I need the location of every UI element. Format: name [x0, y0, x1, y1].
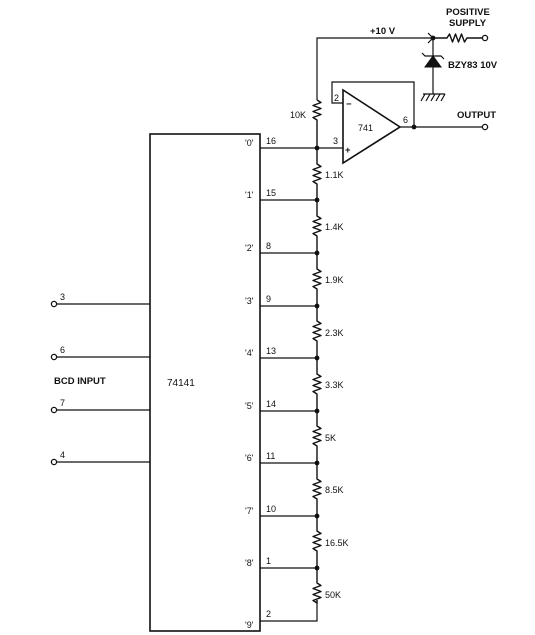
resistor-10k-label: 10K	[290, 110, 306, 120]
zener-bar	[421, 52, 445, 60]
opamp-minus: −	[346, 99, 352, 110]
resistor-ladder: 1.1K 1.4K 1.9K 2.3K 3.3K 5K 8.5K 16.5K 5…	[312, 148, 349, 604]
bcd-input-pin-c: 7	[60, 398, 65, 408]
opamp-741-body	[342, 88, 402, 165]
output-pin-8: 1	[266, 556, 271, 566]
ladder-value-4: 2.3K	[325, 328, 344, 338]
supply-rail	[316, 37, 433, 100]
resistor-10k	[312, 99, 322, 148]
opamp-pin-out: 6	[403, 115, 408, 125]
ic-74141-label: 74141	[167, 378, 195, 389]
output-name-9: '9'	[245, 620, 254, 630]
ladder-resistor-5	[312, 358, 322, 411]
bcd-input-terminal-d[interactable]	[50, 458, 58, 466]
output-pin-3: 9	[266, 294, 271, 304]
ladder-resistor-1	[312, 148, 322, 200]
opamp-plus: +	[345, 145, 351, 156]
supply-voltage-label: +10 V	[370, 26, 396, 37]
ladder-resistor-3	[312, 253, 322, 306]
ladder-value-1: 1.1K	[325, 170, 344, 180]
bcd-input-terminal-a[interactable]	[50, 300, 58, 308]
output-name-4: '4'	[245, 348, 254, 358]
ground-icon	[420, 93, 446, 102]
output-pin-1: 15	[266, 188, 276, 198]
ladder-resistor-4	[312, 306, 322, 358]
positive-supply-label-2: SUPPLY	[449, 18, 487, 29]
output-pin-6: 11	[266, 451, 275, 461]
output-name-2: '2'	[245, 243, 254, 253]
output-pin-4: 13	[266, 346, 276, 356]
feedback-wire	[331, 81, 415, 127]
ladder-value-3: 1.9K	[325, 275, 344, 285]
decoder-outputs: '0' 16 '1' 15 '2' 8 '3' 9 '4' 13 '5' 14 …	[245, 136, 320, 630]
ladder-value-2: 1.4K	[325, 222, 344, 232]
ladder-value-7: 8.5K	[325, 485, 344, 495]
positive-supply-terminal[interactable]	[481, 34, 489, 42]
opamp-label: 741	[358, 123, 373, 133]
opamp-pin-inv: 2	[334, 93, 339, 103]
supply-resistor	[433, 33, 482, 43]
ladder-resistor-7	[312, 463, 322, 516]
output-pin-2: 8	[266, 241, 271, 251]
ladder-value-9: 50K	[325, 590, 341, 600]
output-name-1: '1'	[245, 190, 254, 200]
bcd-input-terminal-b[interactable]	[50, 353, 58, 361]
ladder-resistor-2	[312, 200, 322, 253]
bcd-input-pin-b: 6	[60, 345, 65, 355]
ladder-value-5: 3.3K	[325, 380, 344, 390]
bcd-input-pin-a: 3	[60, 292, 65, 302]
output-label: OUTPUT	[457, 110, 496, 121]
bcd-input-label: BCD INPUT	[54, 376, 106, 387]
bcd-input-pin-d: 4	[60, 450, 65, 460]
output-wire-9	[260, 600, 318, 622]
ladder-value-6: 5K	[325, 433, 336, 443]
output-name-8: '8'	[245, 558, 254, 568]
ladder-value-8: 16.5K	[325, 538, 349, 548]
bcd-input-terminal-c[interactable]	[50, 406, 58, 414]
positive-supply-label-1: POSITIVE	[446, 7, 490, 18]
output-name-0: '0'	[245, 138, 254, 148]
zener-label: BZY83 10V	[448, 60, 498, 71]
ladder-resistor-8	[312, 516, 322, 568]
output-node	[411, 124, 417, 130]
output-name-3: '3'	[245, 296, 254, 306]
output-pin-9: 2	[266, 609, 271, 619]
zener-diode-icon	[424, 55, 442, 68]
output-pin-5: 14	[266, 399, 276, 409]
output-name-6: '6'	[245, 453, 254, 463]
ladder-resistor-6	[312, 411, 322, 463]
opamp-pin-noninv: 3	[333, 136, 338, 146]
ladder-resistor-9	[312, 568, 322, 604]
output-terminal[interactable]	[481, 123, 489, 131]
output-pin-7: 10	[266, 504, 276, 514]
output-name-5: '5'	[245, 401, 254, 411]
output-name-7: '7'	[245, 506, 254, 516]
ic-74141-body	[149, 133, 261, 632]
output-pin-0: 16	[266, 136, 276, 146]
